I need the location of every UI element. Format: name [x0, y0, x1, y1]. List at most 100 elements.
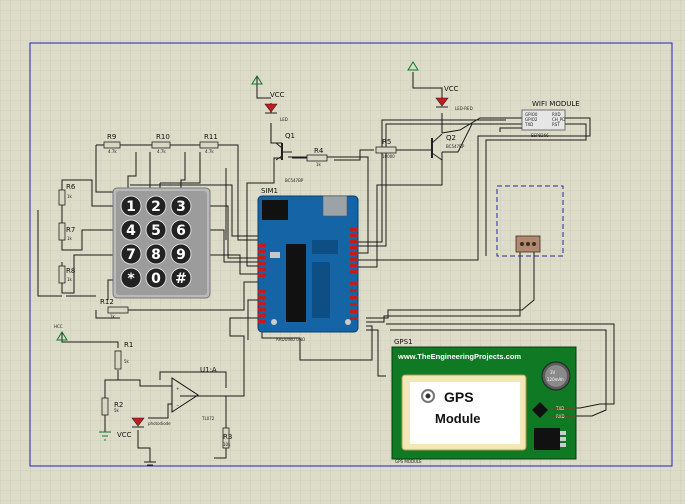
header-pin	[350, 246, 358, 249]
svg-text:4.7k: 4.7k	[205, 149, 214, 154]
svg-text:R5: R5	[382, 138, 391, 146]
header-pin	[350, 303, 358, 306]
keypad-key-label: 1	[126, 199, 136, 215]
header-pin	[258, 308, 266, 311]
header-pin	[258, 302, 266, 305]
header-pin	[350, 252, 358, 255]
svg-text:SIM1: SIM1	[261, 187, 278, 195]
svg-text:GPIO2: GPIO2	[525, 117, 538, 122]
header-pin	[258, 250, 266, 253]
opamp-u1a: + − U1:A TL072	[171, 366, 217, 421]
dashed-region	[496, 185, 564, 257]
svg-text:R12: R12	[100, 298, 114, 306]
keypad-key-label: 0	[151, 271, 161, 287]
header-pin	[350, 289, 358, 292]
hcc-symbol: HCC	[54, 324, 68, 341]
svg-text:BC547BP: BC547BP	[285, 178, 304, 183]
resistor-r5: R5 10000	[375, 138, 397, 159]
keypad-key: 3	[170, 195, 192, 217]
header-pin	[258, 274, 266, 277]
header-pin	[350, 228, 358, 231]
svg-text:RXD: RXD	[552, 112, 561, 117]
svg-text:LED: LED	[280, 117, 288, 122]
vcc-symbol: VCC	[407, 61, 459, 93]
svg-text:BC547BP: BC547BP	[446, 144, 465, 149]
svg-text:VCC: VCC	[444, 85, 459, 93]
svg-text:photodiode: photodiode	[148, 421, 171, 426]
keypad-key-label: #	[175, 271, 187, 287]
keypad-key: *	[120, 267, 142, 289]
sheet-border	[29, 42, 673, 467]
svg-text:R4: R4	[314, 147, 324, 155]
svg-text:LED-RED: LED-RED	[455, 106, 473, 111]
svg-text:R3: R3	[223, 433, 232, 441]
keypad-key: 0	[145, 267, 167, 289]
resistor-r7: R7 1k	[58, 222, 75, 241]
resistor-r4: R4 1k	[306, 147, 328, 167]
header-pin	[350, 258, 358, 261]
wifi-module: WIFI MODULE GPIO0 GPIO2 TXD RXD CH_PD RS…	[521, 100, 580, 138]
header-pin	[350, 234, 358, 237]
svg-text:1k: 1k	[316, 162, 322, 167]
keypad-key-label: 3	[176, 199, 186, 215]
header-pin	[350, 270, 358, 273]
svg-text:TXD: TXD	[524, 122, 533, 127]
svg-text:ARDUINO UNO: ARDUINO UNO	[276, 337, 305, 342]
header-pin	[258, 262, 266, 265]
led-1: LED	[264, 103, 288, 122]
svg-text:GPS MODULE: GPS MODULE	[395, 459, 422, 464]
svg-text:VCC: VCC	[270, 91, 285, 99]
battery: 3V 120mAh	[541, 361, 571, 391]
crystal	[532, 402, 548, 418]
svg-text:10000: 10000	[382, 154, 395, 159]
header-pin	[258, 256, 266, 259]
resistor-r8: R8 1k	[58, 265, 75, 284]
transistor-q1: Q1 BC547BP	[275, 132, 304, 183]
svg-text:R6: R6	[66, 183, 76, 191]
header-pin	[350, 310, 358, 313]
led-2: LED-RED	[435, 97, 473, 111]
svg-text:R7: R7	[66, 226, 75, 234]
svg-text:R1: R1	[124, 341, 133, 349]
header-pin	[350, 240, 358, 243]
resistor-r3: R3 10k	[222, 427, 232, 449]
sensor-module	[515, 235, 541, 253]
header-pin	[258, 320, 266, 323]
header-pin	[258, 290, 266, 293]
keypad-key-label: 9	[176, 247, 186, 263]
keypad-key-label: 8	[151, 247, 161, 263]
header-pin	[350, 264, 358, 267]
svg-text:VCC: VCC	[117, 431, 132, 439]
keypad-key: 2	[145, 195, 167, 217]
gps-url: www.TheEngineeringProjects.com	[397, 352, 521, 361]
gps-icon	[421, 389, 435, 403]
resistor-r10: R10 4.7k	[151, 133, 171, 154]
svg-text:R2: R2	[114, 401, 123, 409]
svg-text:5k: 5k	[114, 408, 120, 413]
svg-text:Q1: Q1	[285, 132, 295, 140]
resistor-r6: R6 1k	[58, 183, 76, 206]
ground-symbol	[144, 461, 156, 466]
resistor-r1: R1 5k	[114, 341, 133, 370]
arduino-uno: SIM1 ARDUINO UNO	[257, 187, 359, 342]
keypad-key-label: 6	[176, 223, 186, 239]
header-pin	[258, 314, 266, 317]
resistor-r2: R2 5k	[101, 397, 123, 416]
svg-text:TXD: TXD	[555, 406, 564, 411]
gps-module: GPS1 www.TheEngineeringProjects.com GPS …	[391, 338, 577, 464]
keypad-key: #	[170, 267, 192, 289]
keypad-key-label: *	[127, 271, 135, 287]
ground-symbol	[99, 431, 111, 441]
svg-text:WIFI MODULE: WIFI MODULE	[532, 100, 580, 108]
svg-text:HCC: HCC	[54, 324, 63, 329]
photodiode: VCC photodiode	[117, 417, 171, 439]
svg-text:CH_PD: CH_PD	[552, 117, 565, 122]
svg-text:3V: 3V	[550, 370, 556, 375]
header-pin	[258, 244, 266, 247]
resistor-r9: R9 4.7k	[103, 133, 121, 154]
svg-text:R10: R10	[156, 133, 170, 141]
svg-text:R11: R11	[204, 133, 218, 141]
svg-text:R9: R9	[107, 133, 116, 141]
